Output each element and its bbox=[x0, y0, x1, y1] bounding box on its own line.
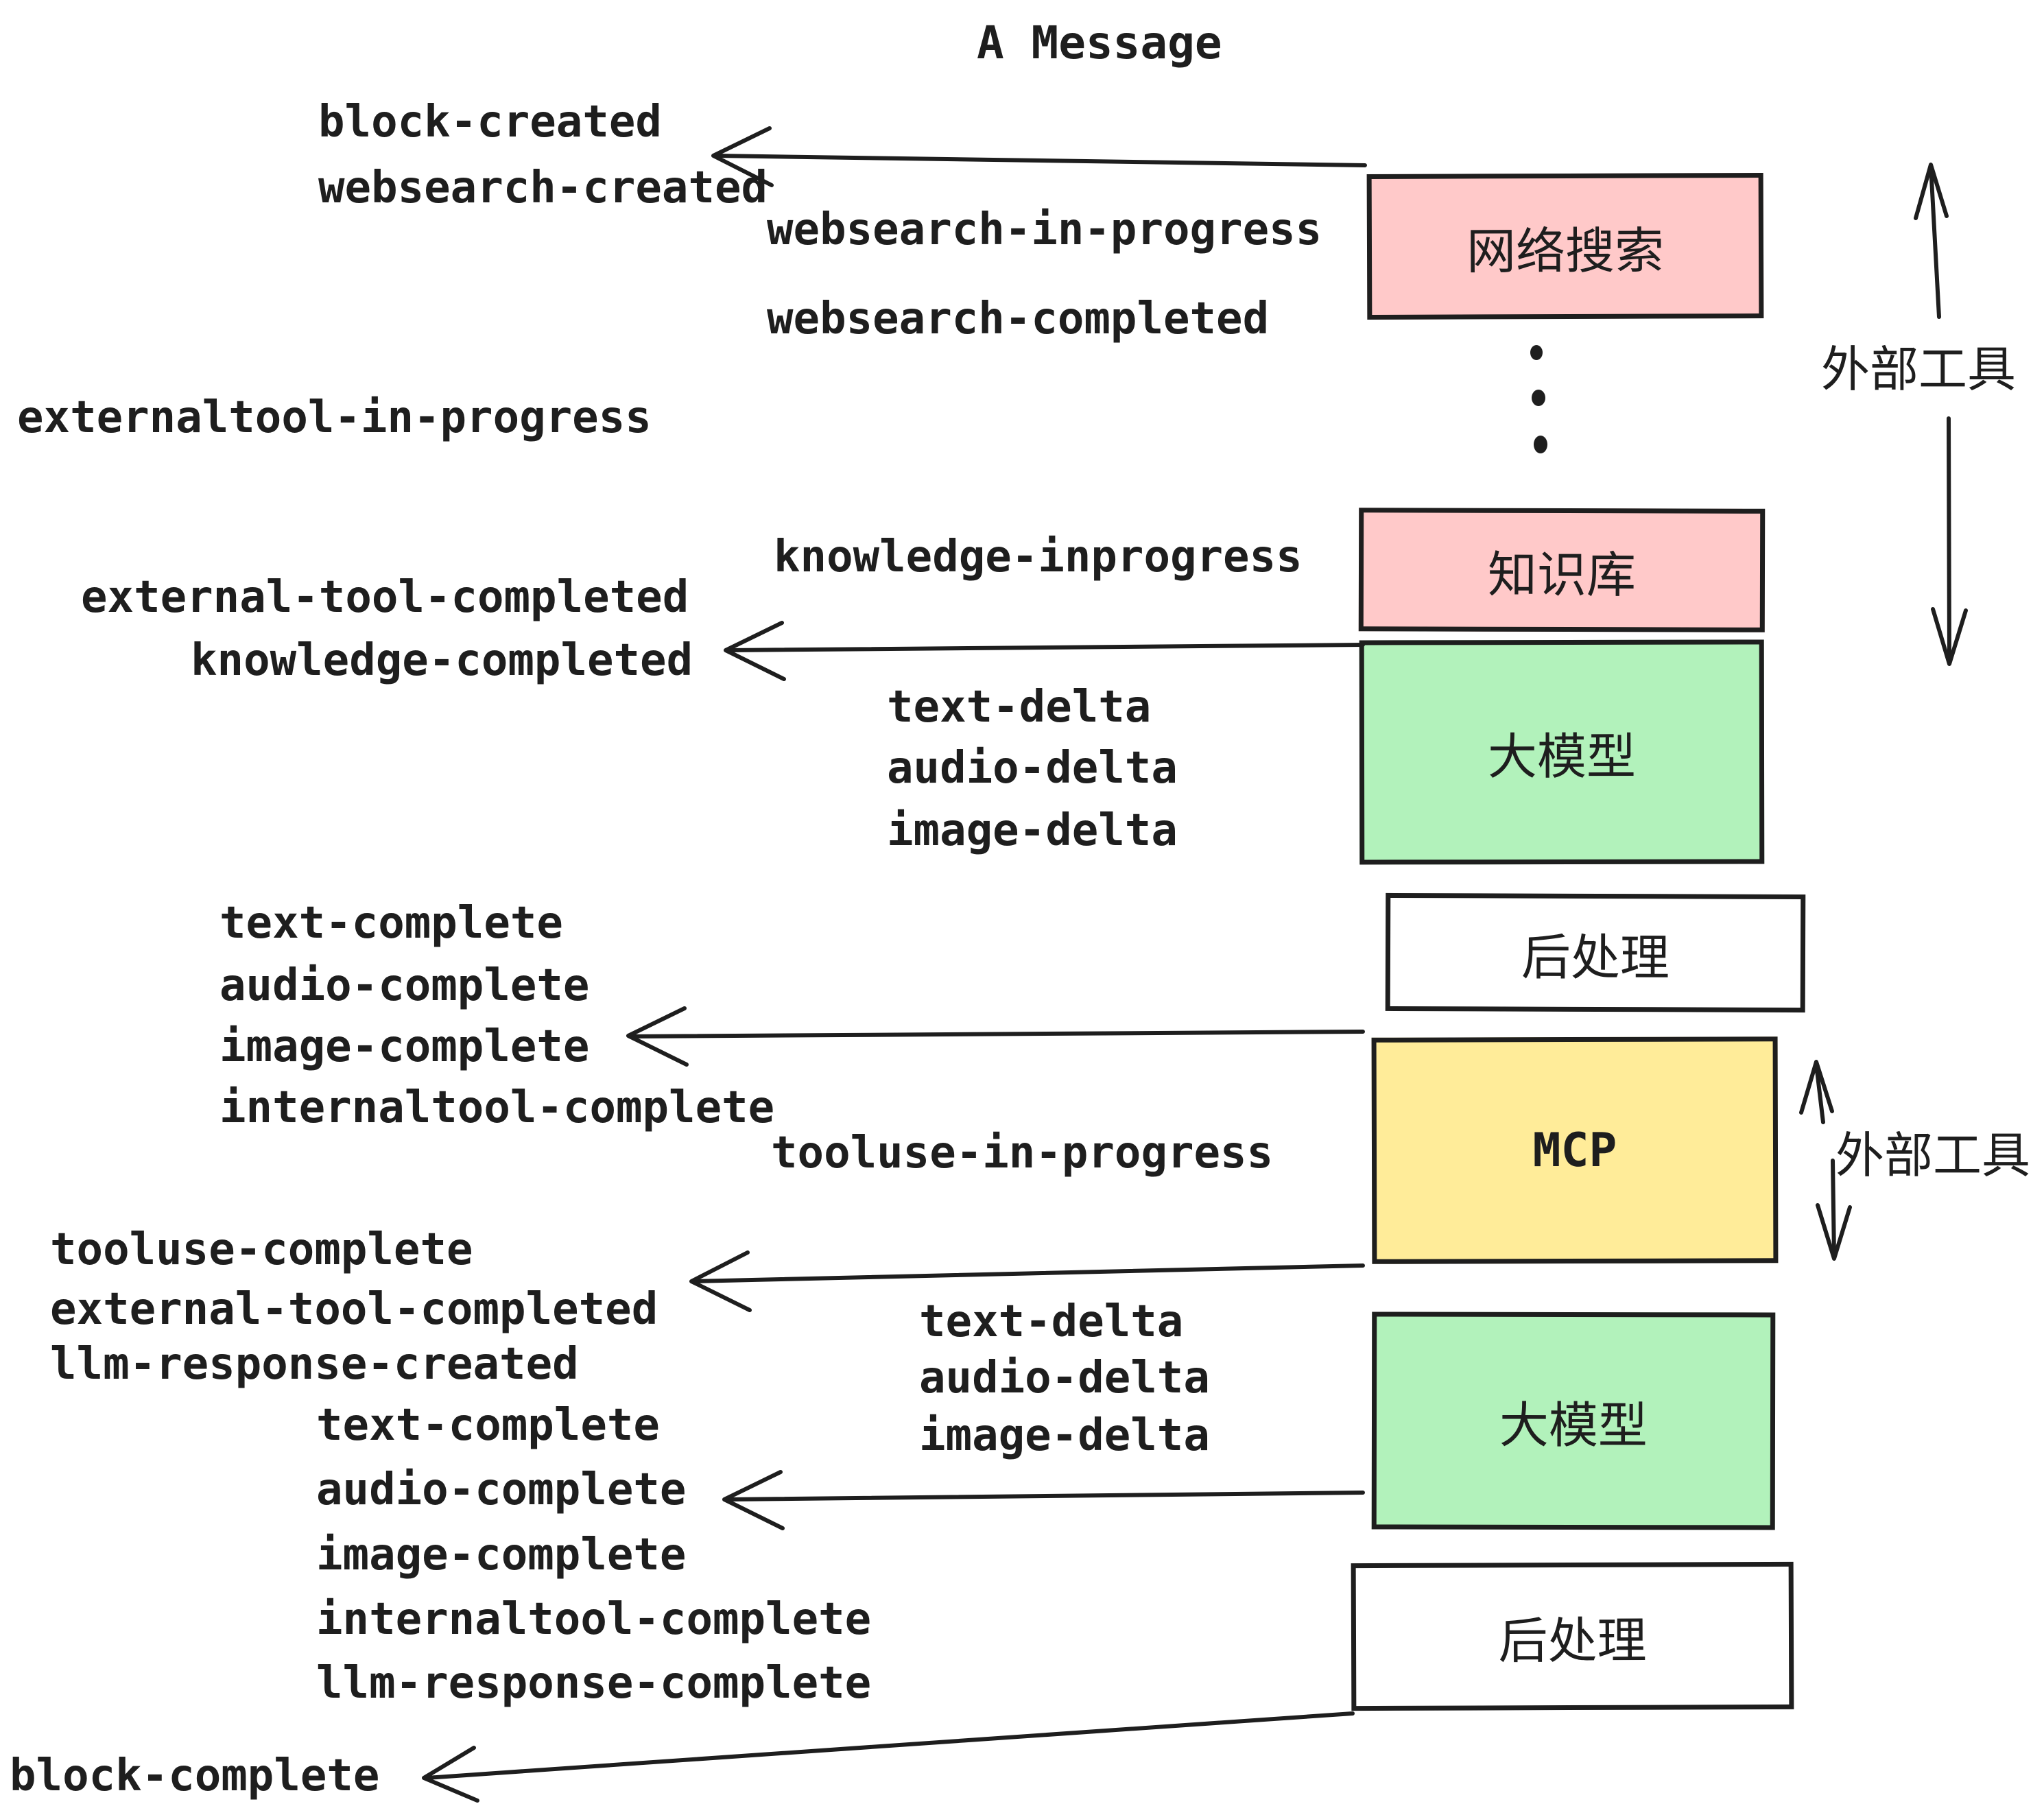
diagram-title: A Message bbox=[977, 16, 1222, 69]
event-tooluse-complete: tooluse-complete bbox=[50, 1224, 473, 1275]
event-websearch-created: websearch-created bbox=[318, 163, 768, 213]
event-llm-response-created: llm-response-created bbox=[50, 1339, 579, 1390]
event-tooluse-in-progress: tooluse-in-progress bbox=[771, 1128, 1274, 1178]
event-websearch-in-progress: websearch-in-progress bbox=[767, 204, 1322, 255]
arrow-down-external-tools-2 bbox=[1816, 1159, 1852, 1261]
arrow-up-external-tools-2 bbox=[1799, 1060, 1834, 1124]
event-block-complete: block-complete bbox=[10, 1750, 380, 1801]
event-llm-response-complete: llm-response-complete bbox=[316, 1658, 872, 1709]
event-audio-delta-1: audio-delta bbox=[887, 743, 1178, 794]
event-block-created: block-created bbox=[318, 97, 662, 147]
arrow-to-block-complete bbox=[422, 1711, 1355, 1803]
event-text-complete-1: text-complete bbox=[219, 898, 563, 949]
event-image-delta-1: image-delta bbox=[887, 805, 1178, 856]
arrow-to-image-complete bbox=[626, 1006, 1365, 1067]
event-websearch-completed: websearch-completed bbox=[767, 294, 1270, 344]
event-internaltool-complete-2: internaltool-complete bbox=[316, 1594, 872, 1645]
side-label-external-tools-2: 外部工具 bbox=[1835, 1127, 2031, 1184]
ellipsis-dots bbox=[1530, 345, 1547, 453]
event-knowledge-inprogress: knowledge-inprogress bbox=[774, 532, 1303, 582]
arrow-up-external-tools-1 bbox=[1914, 163, 1949, 319]
event-audio-complete-2: audio-complete bbox=[316, 1464, 687, 1515]
event-text-complete-2: text-complete bbox=[316, 1400, 660, 1451]
arrow-to-tooluse-complete bbox=[689, 1250, 1365, 1312]
event-externaltool-in-progress: externaltool-in-progress bbox=[17, 392, 652, 443]
event-text-delta-1: text-delta bbox=[887, 682, 1152, 733]
event-audio-complete-1: audio-complete bbox=[219, 960, 590, 1011]
event-external-tool-completed-1: external-tool-completed bbox=[81, 572, 689, 623]
arrow-to-audio-complete bbox=[722, 1470, 1365, 1530]
event-image-complete-1: image-complete bbox=[219, 1021, 590, 1072]
event-external-tool-completed-2: external-tool-completed bbox=[50, 1284, 658, 1335]
arrow-to-block-created bbox=[711, 126, 1367, 187]
event-knowledge-completed: knowledge-completed bbox=[191, 635, 693, 686]
event-image-complete-2: image-complete bbox=[316, 1530, 687, 1580]
event-audio-delta-2: audio-delta bbox=[919, 1353, 1210, 1403]
event-text-delta-2: text-delta bbox=[919, 1296, 1184, 1347]
event-image-delta-2: image-delta bbox=[919, 1410, 1210, 1461]
event-internaltool-complete-1: internaltool-complete bbox=[219, 1082, 775, 1133]
side-label-external-tools-1: 外部工具 bbox=[1821, 341, 2017, 398]
arrow-down-external-tools-1 bbox=[1931, 416, 1968, 666]
arrow-to-knowledge-completed bbox=[724, 621, 1365, 681]
